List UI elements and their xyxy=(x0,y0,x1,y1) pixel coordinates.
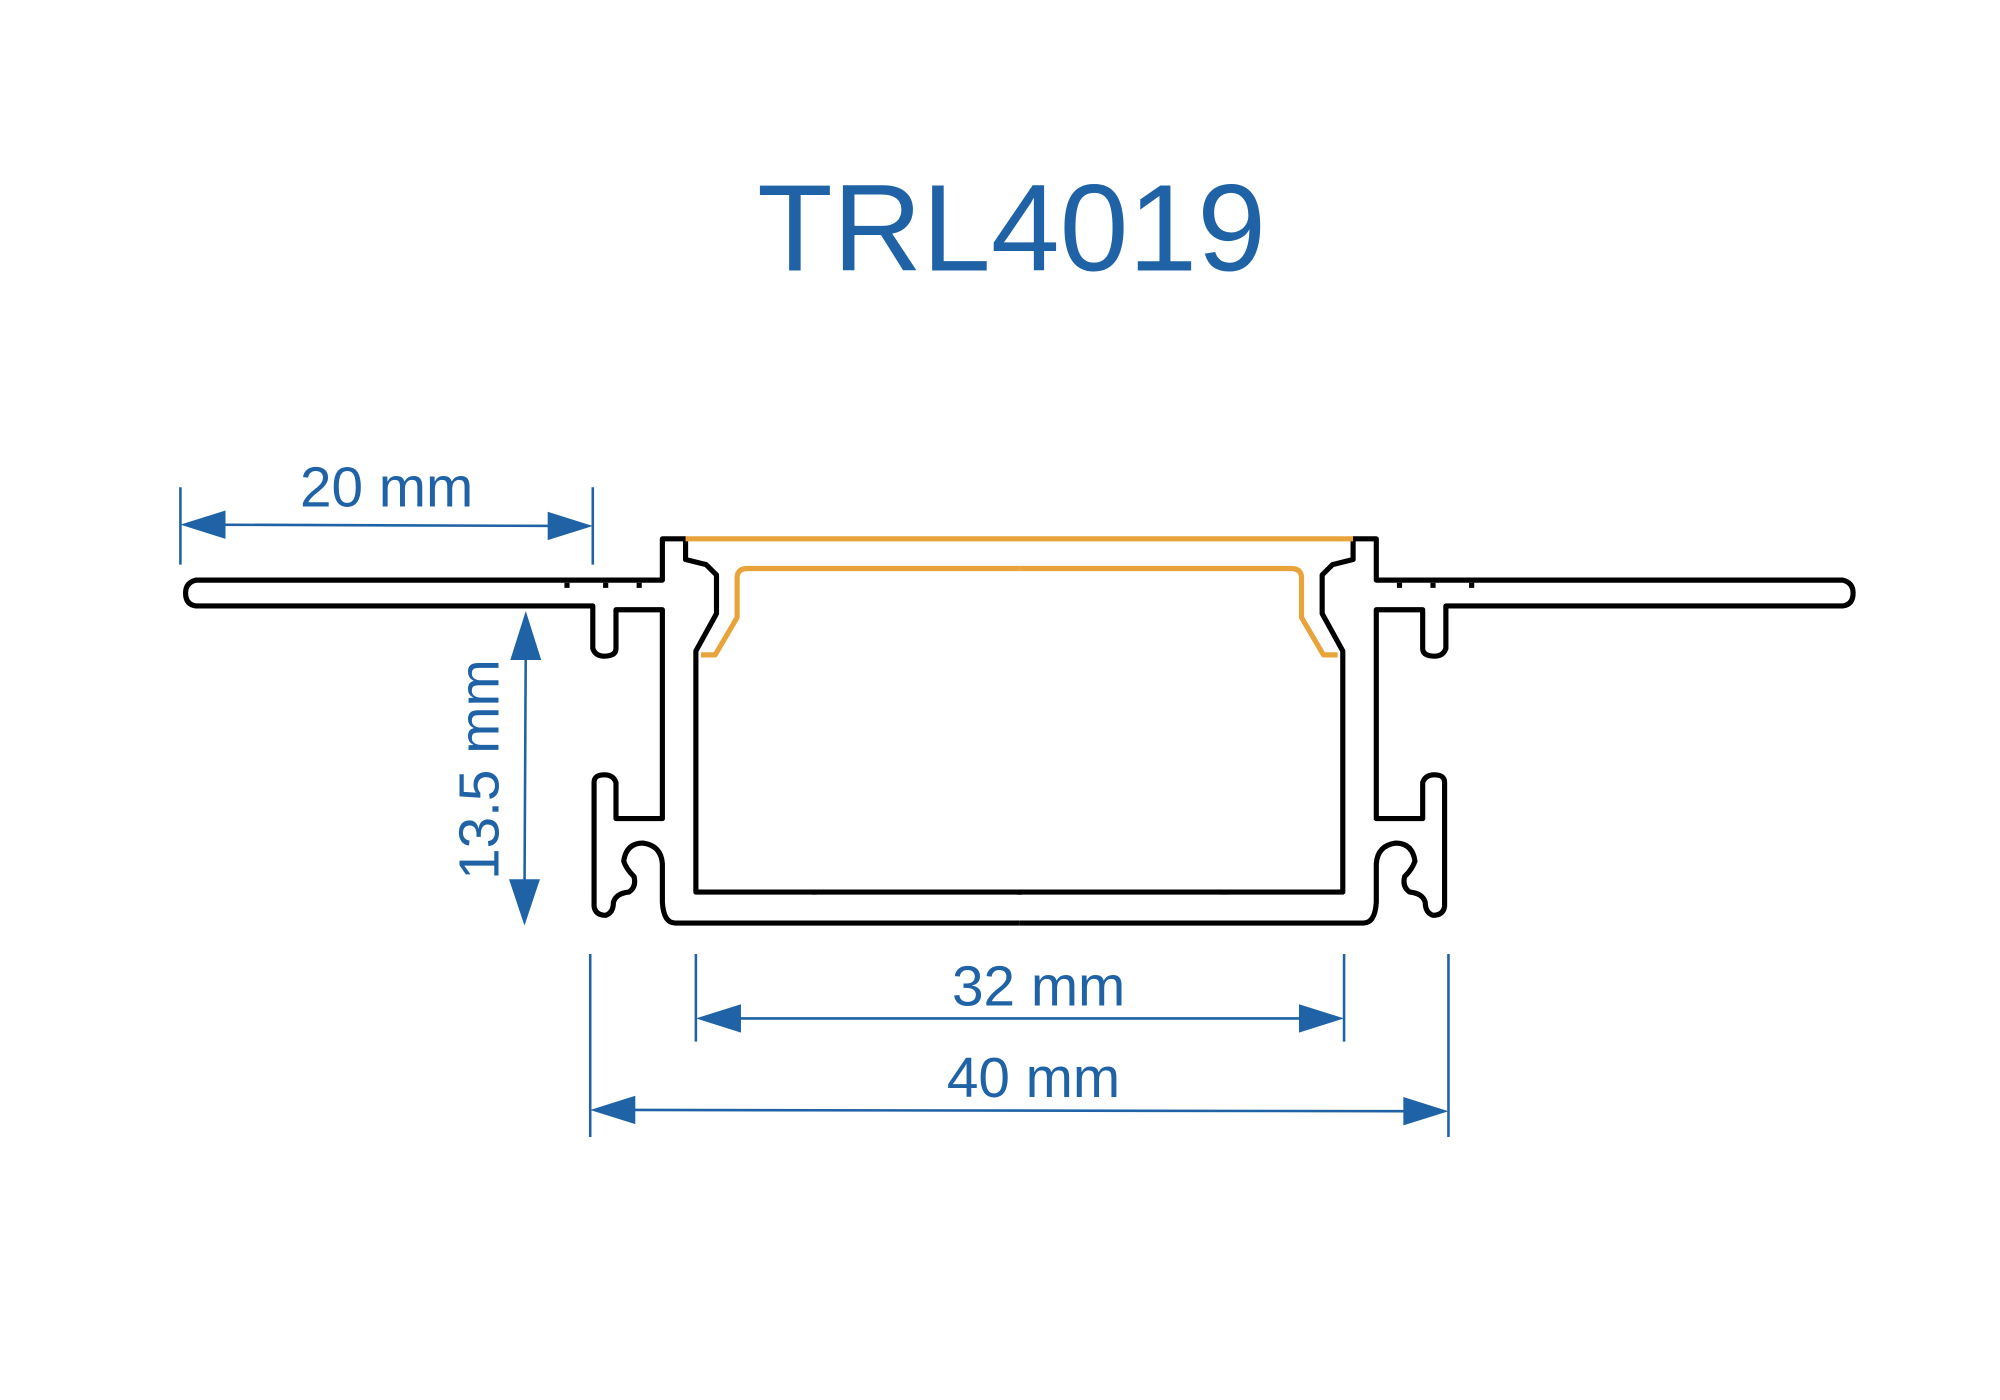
dimension-height xyxy=(509,611,542,926)
outer-width-label: 40 mm xyxy=(947,1047,1120,1110)
height-label: 13.5 mm xyxy=(449,659,512,880)
aluminium-profile xyxy=(186,539,1854,923)
flange-width-label: 20 mm xyxy=(300,457,473,520)
dimension-outer-width xyxy=(588,953,1450,1138)
dimension-flange-width xyxy=(179,487,595,565)
inner-width-label: 32 mm xyxy=(952,956,1125,1019)
dimension-inner-width xyxy=(694,953,1346,1042)
product-title: TRL4019 xyxy=(757,160,1266,298)
